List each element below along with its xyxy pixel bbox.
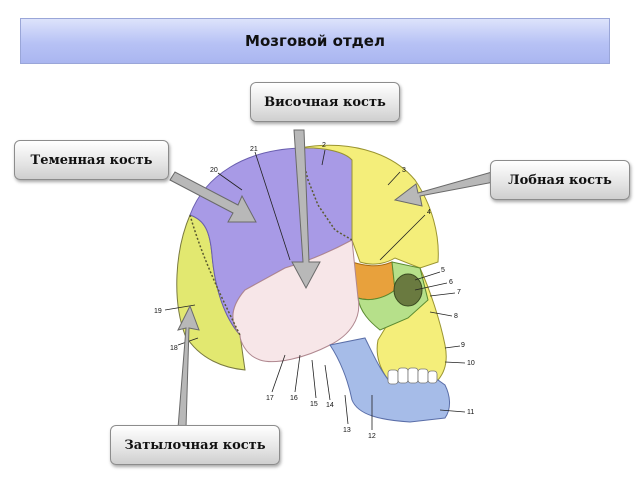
- number-14: 14: [326, 402, 334, 409]
- occipital-arrow: [177, 304, 200, 429]
- orbit: [393, 273, 423, 307]
- number-10: 10: [467, 360, 475, 367]
- number-16: 16: [290, 395, 298, 402]
- number-3: 3: [402, 167, 406, 174]
- number-11: 11: [467, 409, 474, 416]
- mandible-bone: [329, 337, 450, 423]
- number-17: 17: [266, 395, 274, 402]
- leader-lines: [164, 149, 466, 430]
- number-5: 5: [441, 267, 445, 274]
- frontal-arrow: [393, 171, 495, 207]
- page-title: Мозговой отдел: [245, 32, 385, 50]
- number-7: 7: [457, 289, 461, 296]
- temporal-bone: [232, 239, 360, 363]
- frontal-bone: [299, 144, 439, 269]
- number-15: 15: [310, 401, 318, 408]
- parietal-arrow: [169, 171, 257, 223]
- temporal-arrow: [291, 129, 321, 290]
- occipital-bone-label-text: Затылочная кость: [124, 437, 266, 453]
- maxilla-bone: [376, 266, 447, 383]
- number-18: 18: [170, 345, 178, 352]
- number-9: 9: [461, 342, 465, 349]
- parietal-bone-label: Теменная кость: [14, 140, 169, 180]
- number-6: 6: [449, 279, 453, 286]
- frontal-bone-label-text: Лобная кость: [508, 172, 612, 188]
- number-4: 4: [427, 209, 431, 216]
- number-20: 20: [210, 167, 218, 174]
- parietal-bone-label-text: Теменная кость: [30, 152, 153, 168]
- diagram-numbers: 2 3 4 5 6 7 8 9 10 11 12 13 14 15 16 17 …: [154, 142, 475, 440]
- occipital-bone-label: Затылочная кость: [110, 425, 280, 465]
- number-13: 13: [343, 427, 351, 434]
- temporal-bone-label-text: Височная кость: [264, 94, 386, 110]
- pointer-arrows: [169, 129, 495, 429]
- lambdoid-suture: [189, 214, 241, 336]
- title-banner: Мозговой отдел: [20, 18, 610, 64]
- frontal-bone-label: Лобная кость: [490, 160, 630, 200]
- number-19: 19: [154, 308, 162, 315]
- temporal-bone-label: Височная кость: [250, 82, 400, 122]
- number-8: 8: [454, 313, 458, 320]
- number-21: 21: [250, 146, 258, 153]
- number-12: 12: [368, 433, 376, 440]
- number-2: 2: [322, 142, 326, 149]
- upper-teeth: [387, 367, 438, 385]
